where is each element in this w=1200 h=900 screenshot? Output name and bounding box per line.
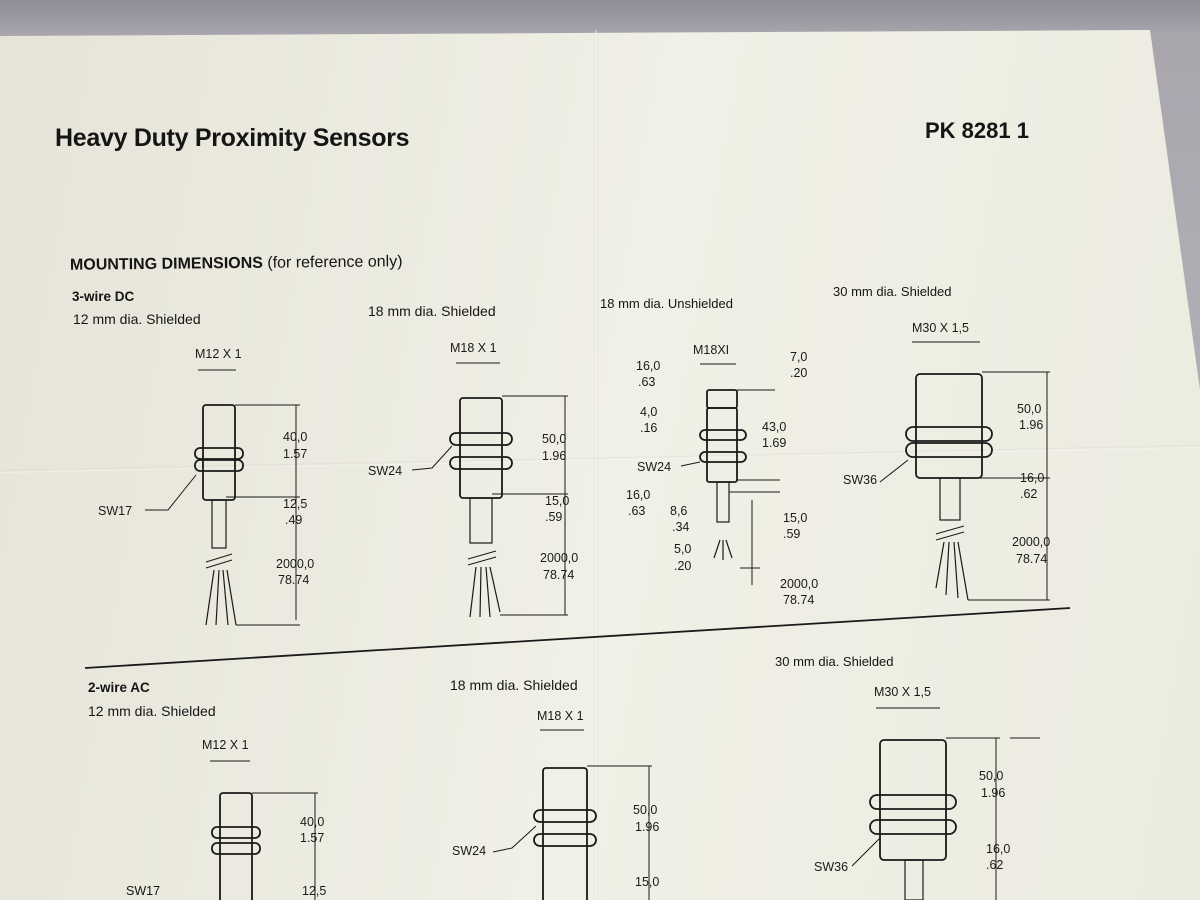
dc-18u-right-dim4-in: 78.74 xyxy=(783,593,814,607)
ac-12mm-thread-label: M12 X 1 xyxy=(202,738,249,752)
dc-30mm-dim3-mm: 2000,0 xyxy=(1012,535,1050,549)
dc-caption-12mm: 12 mm dia. Shielded xyxy=(73,311,201,327)
section-divider-line xyxy=(84,607,1071,669)
dc-18u-right-dim4-mm: 2000,0 xyxy=(780,577,818,591)
ac-30mm-wrench-label: SW36 xyxy=(814,860,848,874)
dc-30mm-dim2-in: .62 xyxy=(1020,487,1037,501)
dc-caption-18mm-unshielded: 18 mm dia. Unshielded xyxy=(600,296,733,311)
dc-18u-wrench-label: SW24 xyxy=(637,460,671,474)
ac-18mm-thread-label: M18 X 1 xyxy=(537,709,584,723)
dc-18u-left-dim3-in: .63 xyxy=(628,504,645,518)
dc-12mm-thread-label: M12 X 1 xyxy=(195,347,242,361)
dc-30mm-wrench-label: SW36 xyxy=(843,473,877,487)
document-number: PK 8281 1 xyxy=(925,118,1029,143)
dc-12mm-dim2-mm: 12,5 xyxy=(283,497,307,511)
dc-18u-left-dim5-mm: 5,0 xyxy=(674,542,691,556)
dc-18u-thread-label: M18XI xyxy=(693,343,729,357)
dc-18mm-dim1-in: 1.96 xyxy=(542,449,566,463)
dc-12mm-dim2-in: .49 xyxy=(285,513,302,527)
dc-18mm-thread-label: M18 X 1 xyxy=(450,341,497,355)
ac-caption-12mm: 12 mm dia. Shielded xyxy=(88,703,216,719)
ac-18mm-wrench-label: SW24 xyxy=(452,844,486,858)
ac-18mm-dim1-in: 1.96 xyxy=(635,820,659,834)
ac-12mm-dim1-mm: 40,0 xyxy=(300,815,324,829)
ac-caption-18mm: 18 mm dia. Shielded xyxy=(450,677,578,693)
dc-18u-left-dim2-in: .16 xyxy=(640,421,657,435)
ac-12mm-dim1-in: 1.57 xyxy=(300,831,324,845)
dc-caption-30mm: 30 mm dia. Shielded xyxy=(833,284,952,299)
dc-30mm-dim3-in: 78.74 xyxy=(1016,552,1047,566)
dc-12mm-dim3-in: 78.74 xyxy=(278,573,309,587)
ac-30mm-dim2-mm: 16,0 xyxy=(986,842,1010,856)
dc-12mm-dim1-in: 1.57 xyxy=(283,447,307,461)
dc-sensor-18mm-unshielded-drawing xyxy=(699,363,780,585)
ac-caption-30mm: 30 mm dia. Shielded xyxy=(775,654,894,669)
dc-18u-right-dim1-in: .20 xyxy=(790,366,807,380)
dc-30mm-thread-label: M30 X 1,5 xyxy=(912,321,969,335)
dc-12mm-dim1-mm: 40,0 xyxy=(283,430,307,444)
dc-30mm-dim2-mm: 16,0 xyxy=(1020,471,1044,485)
dc-18u-left-dim3-mm: 16,0 xyxy=(626,488,650,502)
ac-sensor-30mm-drawing xyxy=(869,707,1040,900)
dc-sensor-12mm-drawing xyxy=(194,369,300,626)
dc-18u-left-dim5-in: .20 xyxy=(674,559,691,573)
dc-18u-right-dim3-in: .59 xyxy=(783,527,800,541)
dc-18u-left-dim1-mm: 16,0 xyxy=(636,359,660,373)
ac-sensor-18mm-drawing xyxy=(533,729,652,900)
document-title: Heavy Duty Proximity Sensors xyxy=(55,124,410,152)
dc-18u-right-dim1-mm: 7,0 xyxy=(790,350,807,364)
dc-18mm-dim2-mm: 15,0 xyxy=(545,494,569,508)
dc-18u-right-dim2-in: 1.69 xyxy=(762,436,786,450)
dc-18mm-dim3-in: 78.74 xyxy=(543,568,574,582)
dc-12mm-wrench-label: SW17 xyxy=(98,504,132,518)
ac-12mm-wrench-label: SW17 xyxy=(126,884,161,898)
dc-18u-left-dim1-in: .63 xyxy=(638,375,655,389)
dc-30mm-dim1-in: 1.96 xyxy=(1019,418,1043,432)
dc-18u-right-dim2-mm: 43,0 xyxy=(762,420,786,434)
dc-sensor-30mm-drawing xyxy=(905,341,1050,601)
dc-18mm-dim2-in: .59 xyxy=(545,510,562,524)
dc-18u-left-dim4-mm: 8,6 xyxy=(670,504,687,518)
ac-30mm-dim1-in: 1.96 xyxy=(981,786,1005,800)
dc-18mm-wrench-label: SW24 xyxy=(368,464,402,478)
ac-section-label: 2-wire AC xyxy=(88,680,150,695)
ac-12mm-dim2-mm: 12,5 xyxy=(302,884,326,898)
ac-18mm-dim1-mm: 50,0 xyxy=(633,803,657,817)
ac-18mm-dim2-mm: 15,0 xyxy=(635,875,659,889)
dc-sensor-18mm-shielded-drawing xyxy=(449,362,568,618)
dc-caption-18mm-shielded: 18 mm dia. Shielded xyxy=(368,303,496,319)
dc-18u-right-dim3-mm: 15,0 xyxy=(783,511,807,525)
dc-18u-left-dim4-in: .34 xyxy=(672,520,689,534)
ac-30mm-dim2-in: .62 xyxy=(986,858,1003,872)
ac-sensor-12mm-drawing xyxy=(210,760,318,900)
ac-30mm-thread-label: M30 X 1,5 xyxy=(874,685,931,699)
dc-30mm-dim1-mm: 50,0 xyxy=(1017,402,1041,416)
dc-18mm-dim3-mm: 2000,0 xyxy=(540,551,578,565)
dc-18u-left-dim2-mm: 4,0 xyxy=(640,405,657,419)
dc-12mm-dim3-mm: 2000,0 xyxy=(276,557,314,571)
dc-section-label: 3-wire DC xyxy=(72,289,135,304)
datasheet-paper xyxy=(0,30,1200,900)
dc-18mm-dim1-mm: 50,0 xyxy=(542,432,566,446)
ac-30mm-dim1-mm: 50,0 xyxy=(979,769,1003,783)
fold-crease-vertical xyxy=(594,30,598,900)
